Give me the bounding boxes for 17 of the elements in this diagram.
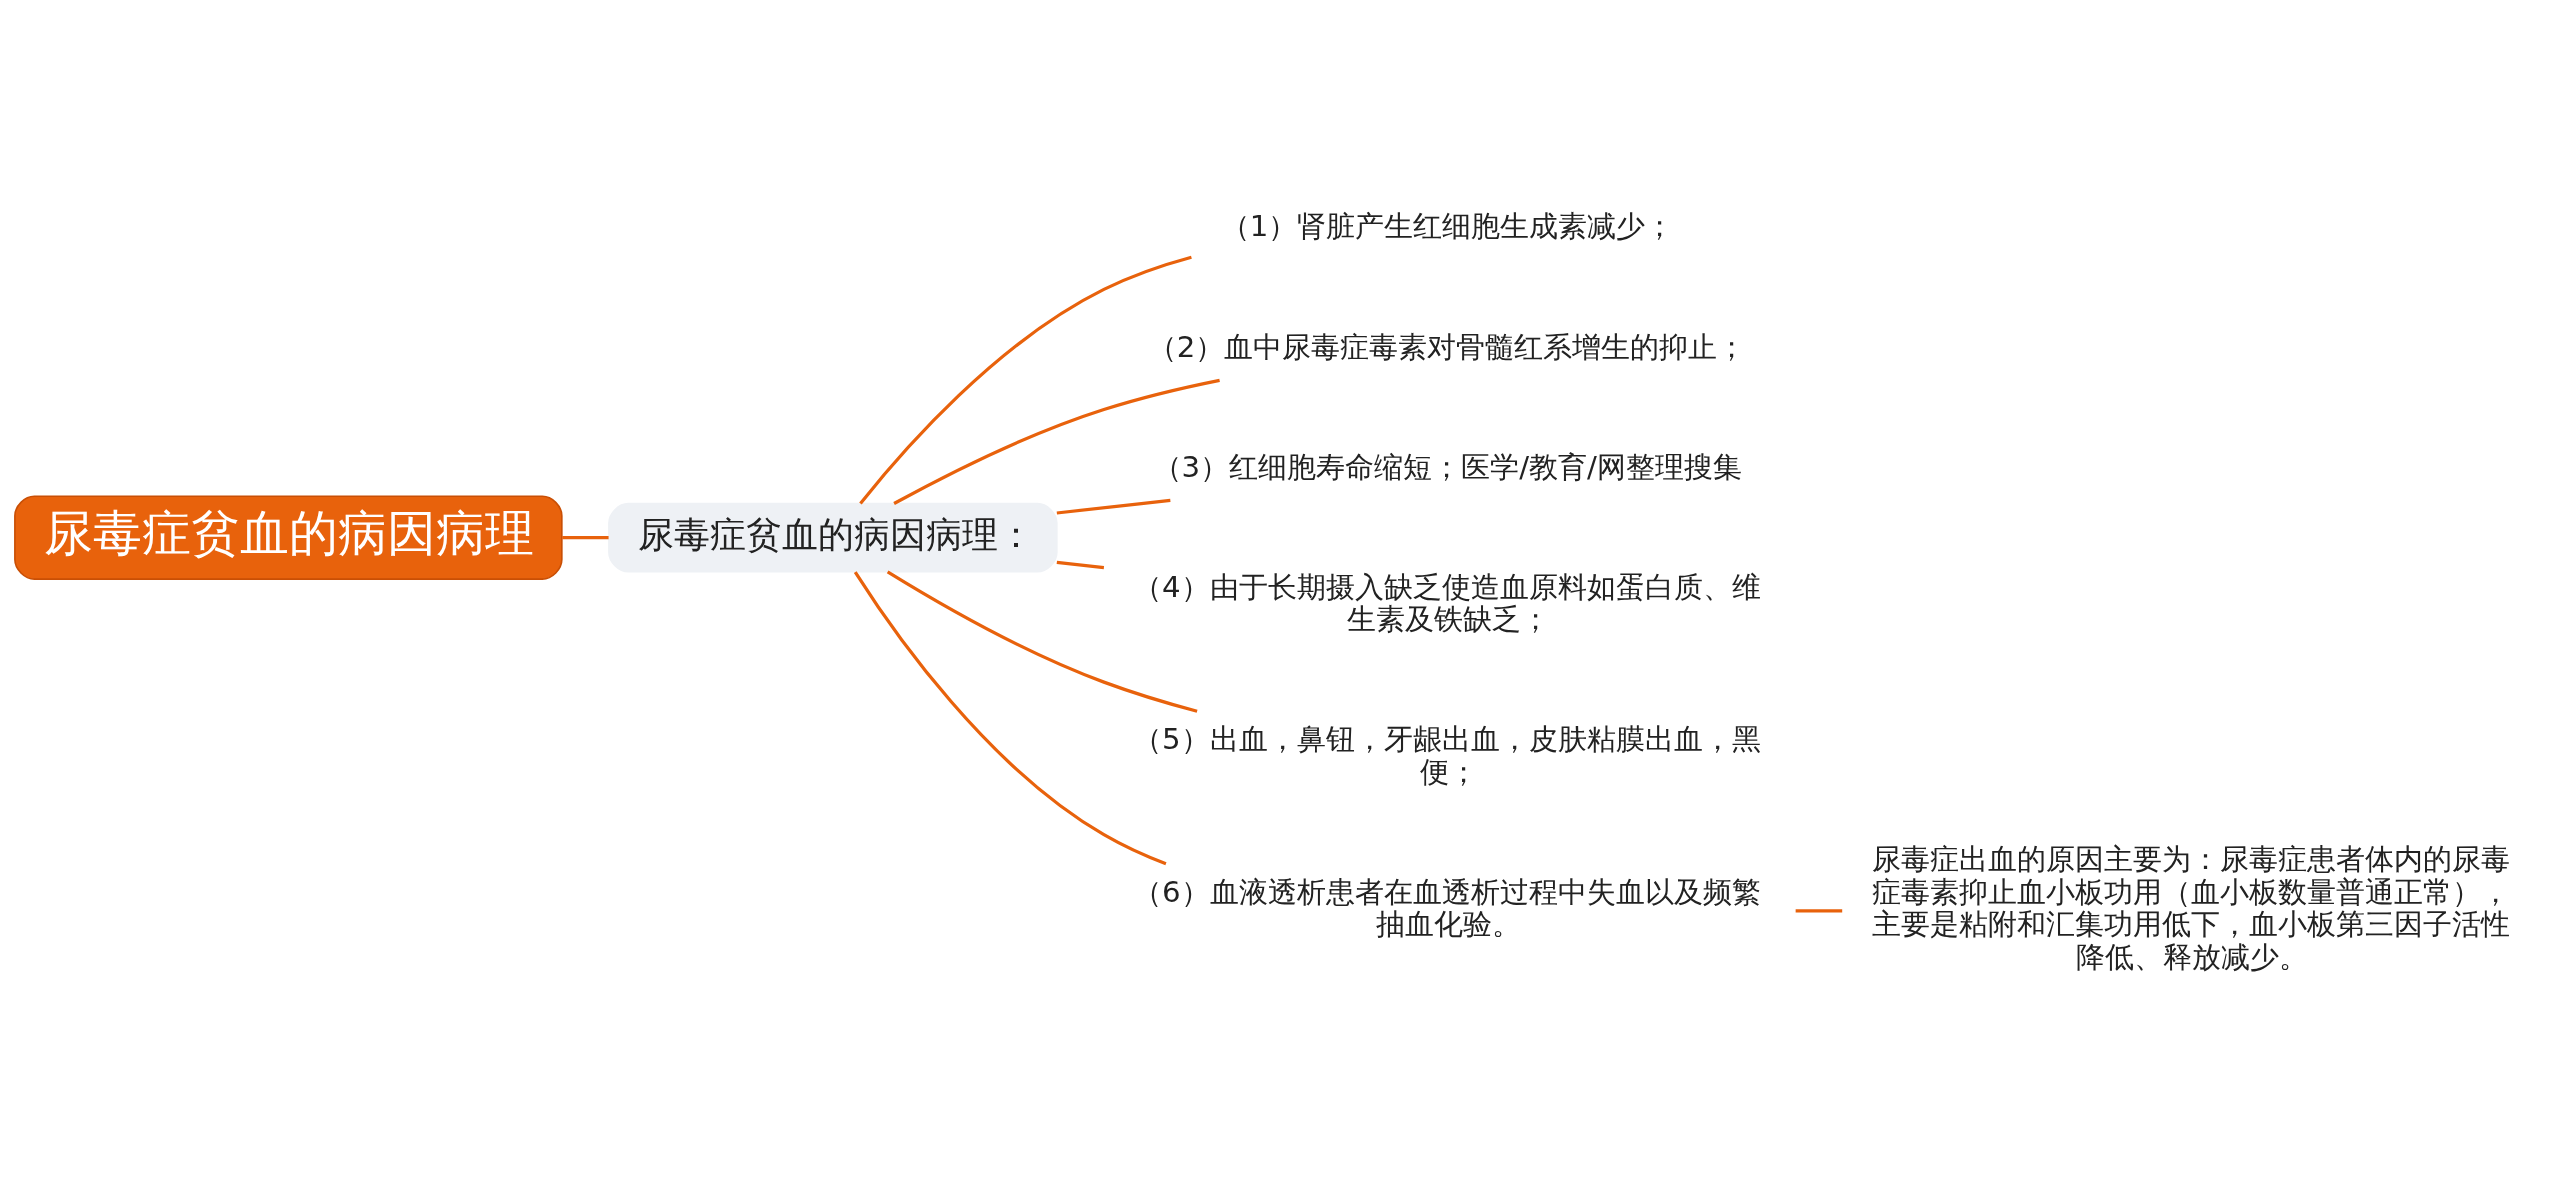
node-text: （6）血液透析患者在血透析过程中失血以及频繁抽血化验。 <box>1133 874 1761 942</box>
node-box: 尿毒症贫血的病因病理 <box>14 495 563 580</box>
connector <box>1056 498 1171 515</box>
connector <box>1056 560 1105 570</box>
connector <box>886 570 1198 713</box>
node-text: （1）肾脏产生红细胞生成素减少； <box>1220 209 1675 244</box>
connector <box>859 255 1192 505</box>
node-box: 尿毒症贫血的病因病理： <box>608 502 1058 573</box>
connector <box>853 571 1167 866</box>
node-text: 尿毒症出血的原因主要为：尿毒症患者体内的尿毒症毒素抑止血小板功用（血小板数量普通正常），主要是粘附和汇集功用低下，血小板第三因子活性降低、释放减少。 <box>1871 842 2510 974</box>
connector <box>893 378 1220 505</box>
connector <box>1795 909 1843 913</box>
node-text: （3）红细胞寿命缩短；医学/教育/网整理搜集 <box>1152 449 1742 484</box>
node-text: （4）由于长期摄入缺乏使造血原料如蛋白质、维生素及铁缺乏； <box>1133 569 1761 637</box>
connector <box>562 536 609 540</box>
node-text: （2）血中尿毒症毒素对骨髓红系增生的抑止； <box>1147 329 1747 364</box>
node-text: （5）出血，鼻钮，牙龈出血，皮肤粘膜出血，黑便； <box>1133 722 1761 789</box>
